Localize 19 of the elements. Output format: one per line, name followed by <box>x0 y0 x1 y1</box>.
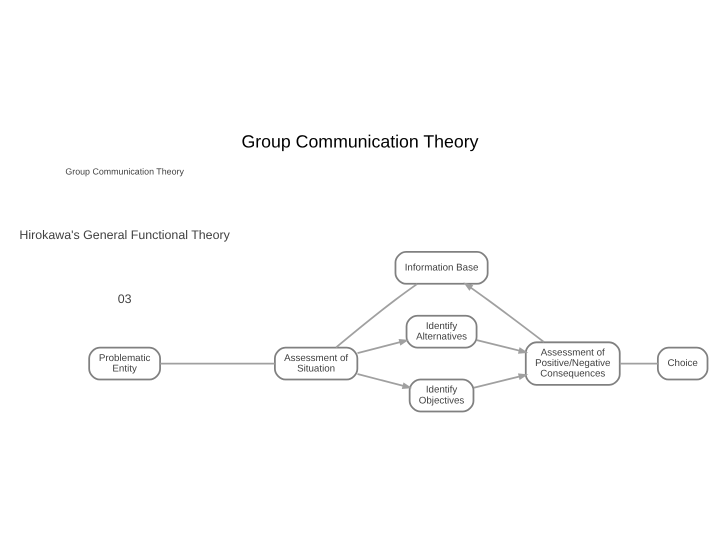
connector <box>620 362 658 364</box>
node-box: Problematic Entity <box>88 346 161 380</box>
arrow <box>357 372 412 388</box>
diagram-title: Group Communication Theory <box>241 130 479 151</box>
connector <box>335 282 418 348</box>
label: 03 <box>118 292 132 306</box>
arrow <box>476 338 528 354</box>
node-box: Information Base <box>394 250 489 284</box>
node-box: Identify Alternatives <box>406 314 478 348</box>
arrow <box>357 338 409 354</box>
node-box: Assessment of Positive/Negative Consequences <box>524 340 621 386</box>
arrow <box>463 282 545 342</box>
label: Hirokawa's General Functional Theory <box>19 228 230 242</box>
arrow <box>474 372 528 388</box>
node-box: Identify Objectives <box>408 378 474 412</box>
connector <box>160 362 275 364</box>
node-box: Choice <box>656 346 708 380</box>
node-box: Assessment of Situation <box>274 346 358 380</box>
label: Group Communication Theory <box>65 166 184 176</box>
